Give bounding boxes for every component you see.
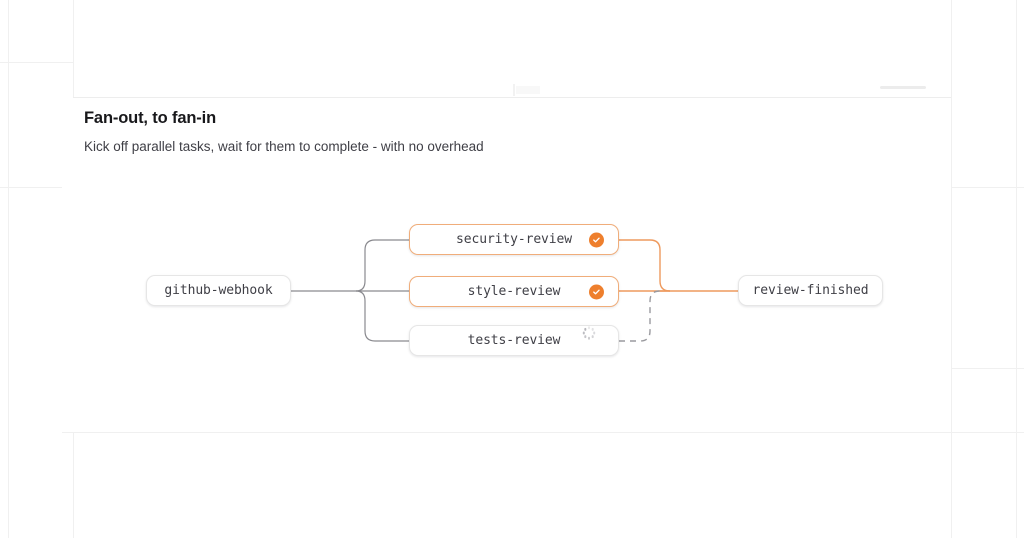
node-label-review-finished: review-finished	[752, 283, 869, 298]
guide-line-horizontal-lower-right	[951, 368, 1024, 369]
edge-tests-review-to-review-finished	[619, 290, 661, 342]
fan-out-fan-in-card: Fan-out, to fan-in Kick off parallel tas…	[73, 97, 951, 432]
node-github-webhook[interactable]: github-webhook	[146, 275, 291, 306]
ghost-pill-bar	[880, 86, 926, 89]
spinner-icon	[582, 326, 604, 348]
node-security-review[interactable]: security-review	[409, 224, 619, 255]
edge-webhook-to-tests-review	[355, 290, 409, 342]
guide-line-vertical-left-outer	[8, 0, 9, 538]
workflow-graph: github-webhook security-review style-rev…	[73, 98, 951, 432]
check-circle-icon	[589, 232, 604, 247]
ghost-tick-mark	[513, 84, 515, 96]
guide-line-vertical-right-inner	[951, 0, 952, 538]
edge-security-review-to-review-finished	[619, 239, 671, 292]
node-label-style-review: style-review	[467, 284, 561, 299]
node-style-review[interactable]: style-review	[409, 276, 619, 307]
check-circle-icon	[589, 284, 604, 299]
guide-line-horizontal-mid-left	[0, 187, 62, 188]
graph-edges	[291, 239, 738, 342]
page-subtitle: Kick off parallel tasks, wait for them t…	[84, 139, 484, 154]
node-tests-review[interactable]: tests-review	[409, 325, 619, 356]
guide-line-horizontal-card-bottom	[62, 432, 1024, 433]
node-review-finished[interactable]: review-finished	[738, 275, 883, 306]
node-label-tests-review: tests-review	[467, 333, 561, 348]
guide-line-horizontal-mid-right	[951, 187, 1024, 188]
page-title: Fan-out, to fan-in	[84, 109, 217, 127]
ghost-tick-shade	[516, 86, 540, 94]
node-label-security-review: security-review	[456, 232, 572, 247]
edge-webhook-to-security-review	[355, 239, 409, 292]
guide-line-horizontal-top-left	[0, 62, 73, 63]
node-label-github-webhook: github-webhook	[164, 283, 273, 298]
guide-line-vertical-right-outer	[1016, 0, 1017, 538]
